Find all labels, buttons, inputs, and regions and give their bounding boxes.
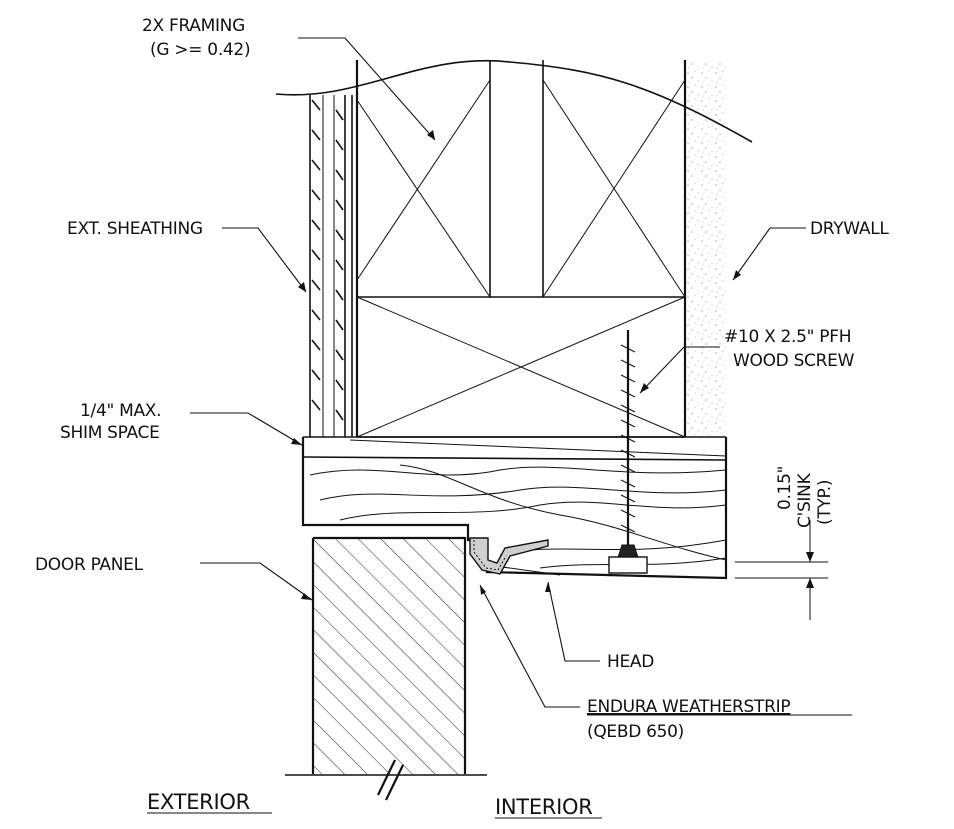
drywall-label: DRYWALL (810, 219, 889, 239)
wood-screw (608, 330, 648, 574)
wall-assembly (302, 60, 726, 440)
head-label: HEAD (607, 652, 654, 672)
leader-lines (190, 37, 806, 708)
csink-dimension (735, 520, 828, 620)
door-panel-label: DOOR PANEL (35, 555, 144, 575)
exterior-sheathing (309, 95, 353, 437)
exterior-label: EXTERIOR (147, 790, 250, 814)
interior-label: INTERIOR (495, 795, 593, 819)
ext-sheathing-label: EXT. SHEATHING (67, 219, 203, 239)
csink-label-line1: 0.15" (775, 466, 795, 510)
screw-label-line2: WOOD SCREW (733, 351, 855, 371)
drywall-board (686, 60, 726, 437)
weatherstrip-label-line2: (QEBD 650) (587, 722, 684, 742)
weatherstrip (469, 537, 549, 575)
screw-label-line1: #10 X 2.5" PFH (724, 327, 851, 347)
csink-label-line2: C'SINK (795, 472, 815, 528)
shim-label-line1: 1/4" MAX. (80, 401, 161, 421)
shim-label-line2: SHIM SPACE (60, 423, 160, 443)
break-line-top (275, 59, 753, 143)
csink-label: 0.15" C'SINK (TYP.) (775, 466, 835, 528)
framing-label-line1: 2X FRAMING (142, 16, 245, 36)
csink-label-line3: (TYP.) (815, 480, 835, 525)
labels: 2X FRAMING (G >= 0.42) EXT. SHEATHING DR… (35, 16, 890, 819)
shim-space (302, 436, 727, 461)
framing-label-line2: (G >= 0.42) (150, 40, 250, 60)
weatherstrip-label-line1: ENDURA WEATHERSTRIP (587, 697, 790, 717)
door-panel (285, 536, 487, 801)
